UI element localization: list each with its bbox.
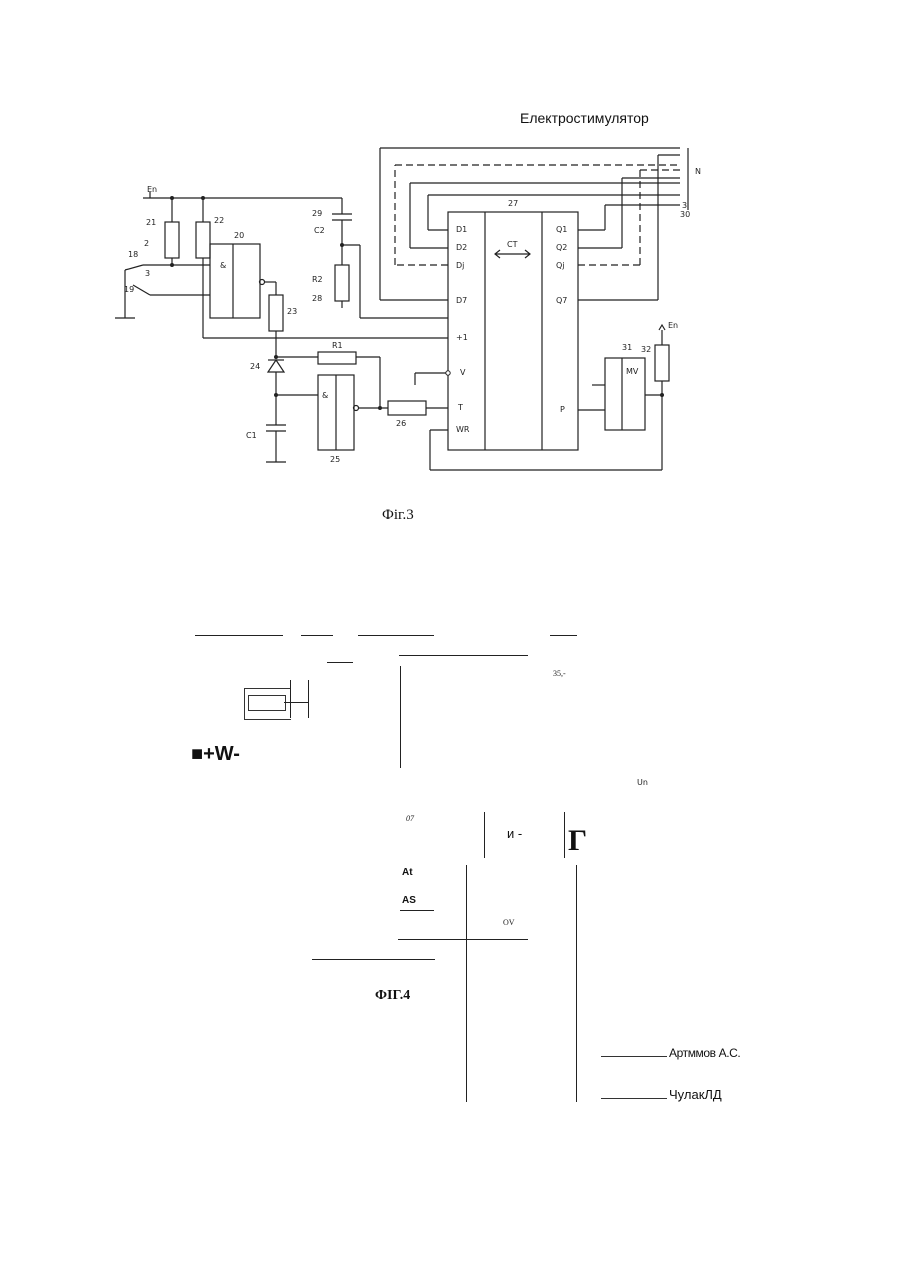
signature-1: Артммов А.С. bbox=[601, 1047, 740, 1059]
label-21: 21 bbox=[146, 219, 156, 227]
signature-line bbox=[601, 1056, 667, 1057]
fig4-line bbox=[308, 680, 309, 718]
label-ov: OV bbox=[503, 919, 515, 927]
label-18: 18 bbox=[128, 251, 138, 259]
label-mv: MV bbox=[626, 368, 638, 376]
label-3: 3 bbox=[145, 270, 150, 278]
label-32: 32 bbox=[641, 346, 651, 354]
label-28: 28 bbox=[312, 295, 322, 303]
fig4-line bbox=[398, 939, 528, 940]
signature-2: ЧулакЛД bbox=[601, 1088, 722, 1101]
label-31: 31 bbox=[622, 344, 632, 352]
fig4-line bbox=[564, 812, 565, 858]
label-i-dash: и - bbox=[507, 827, 522, 840]
label-qj: Qj bbox=[556, 262, 565, 270]
fig4-component-inner bbox=[248, 695, 286, 711]
label-plus1: +1 bbox=[456, 334, 468, 342]
label-23: 23 bbox=[287, 308, 297, 316]
label-35: 35,- bbox=[553, 670, 566, 678]
label-30: 30 bbox=[680, 211, 690, 219]
signature-line bbox=[601, 1098, 667, 1099]
fig4-line bbox=[327, 662, 353, 663]
label-q2: Q2 bbox=[556, 244, 567, 252]
fig4-line bbox=[290, 680, 291, 718]
label-29: 29 bbox=[312, 210, 322, 218]
label-19: 19 bbox=[124, 286, 134, 294]
label-r1: R1 bbox=[332, 342, 343, 350]
label-20: 20 bbox=[234, 232, 244, 240]
label-d1: D1 bbox=[456, 226, 467, 234]
label-q1: Q1 bbox=[556, 226, 567, 234]
label-bus-n: N bbox=[695, 168, 701, 176]
fig4-line bbox=[550, 635, 577, 636]
fig4-line bbox=[284, 702, 308, 703]
label-en-top: En bbox=[147, 186, 157, 194]
fig4-line bbox=[466, 865, 467, 1102]
fig4-caption: ФІГ.4 bbox=[375, 989, 410, 1003]
fig3-caption: Фiг.3 bbox=[382, 508, 414, 523]
label-22: 22 bbox=[214, 217, 224, 225]
label-c2: C2 bbox=[314, 227, 325, 235]
label-27: 27 bbox=[508, 200, 518, 208]
label-as: AS bbox=[402, 896, 416, 906]
fig4-line bbox=[400, 666, 401, 768]
label-gate20-and: & bbox=[220, 262, 226, 270]
label-24: 24 bbox=[250, 363, 260, 371]
circuit-wiring bbox=[0, 0, 900, 520]
label-bus-3: 3 bbox=[682, 202, 687, 210]
circuit-diagram-fig3: En 21 22 20 2 18 3 19 & 29 C2 R2 28 23 2… bbox=[0, 0, 900, 520]
fig4-line bbox=[484, 812, 485, 858]
label-gamma: Г bbox=[568, 826, 587, 856]
label-d7: D7 bbox=[456, 297, 467, 305]
label-26: 26 bbox=[396, 420, 406, 428]
label-07: 07 bbox=[406, 815, 414, 823]
fig4-line bbox=[195, 635, 283, 636]
label-t: T bbox=[458, 404, 463, 412]
label-gate25-and: & bbox=[322, 392, 328, 400]
label-plus-w: ■+W- bbox=[191, 744, 240, 764]
label-c1: C1 bbox=[246, 432, 257, 440]
label-2: 2 bbox=[144, 240, 149, 248]
signature-name: ЧулакЛД bbox=[669, 1087, 722, 1102]
fig4-line bbox=[399, 655, 528, 656]
fig4-line bbox=[576, 865, 577, 1102]
label-at: At bbox=[402, 868, 413, 878]
label-q7: Q7 bbox=[556, 297, 567, 305]
diagram-fig4: 35,- ■+W- Un 07 и - Г At AS OV bbox=[0, 600, 900, 1120]
label-p: P bbox=[560, 406, 565, 414]
label-r2: R2 bbox=[312, 276, 323, 284]
label-ct: CT bbox=[507, 241, 517, 249]
label-wr: WR bbox=[456, 426, 469, 434]
fig4-line bbox=[312, 959, 435, 960]
label-25: 25 bbox=[330, 456, 340, 464]
signature-name: Артммов А.С. bbox=[669, 1046, 740, 1060]
fig4-line bbox=[358, 635, 434, 636]
label-en-right: En bbox=[668, 322, 678, 330]
label-v: V bbox=[460, 369, 465, 377]
label-un: Un bbox=[637, 779, 648, 787]
label-d2: D2 bbox=[456, 244, 467, 252]
fig4-line bbox=[301, 635, 333, 636]
label-dj: Dj bbox=[456, 262, 464, 270]
fig4-line bbox=[400, 910, 434, 911]
